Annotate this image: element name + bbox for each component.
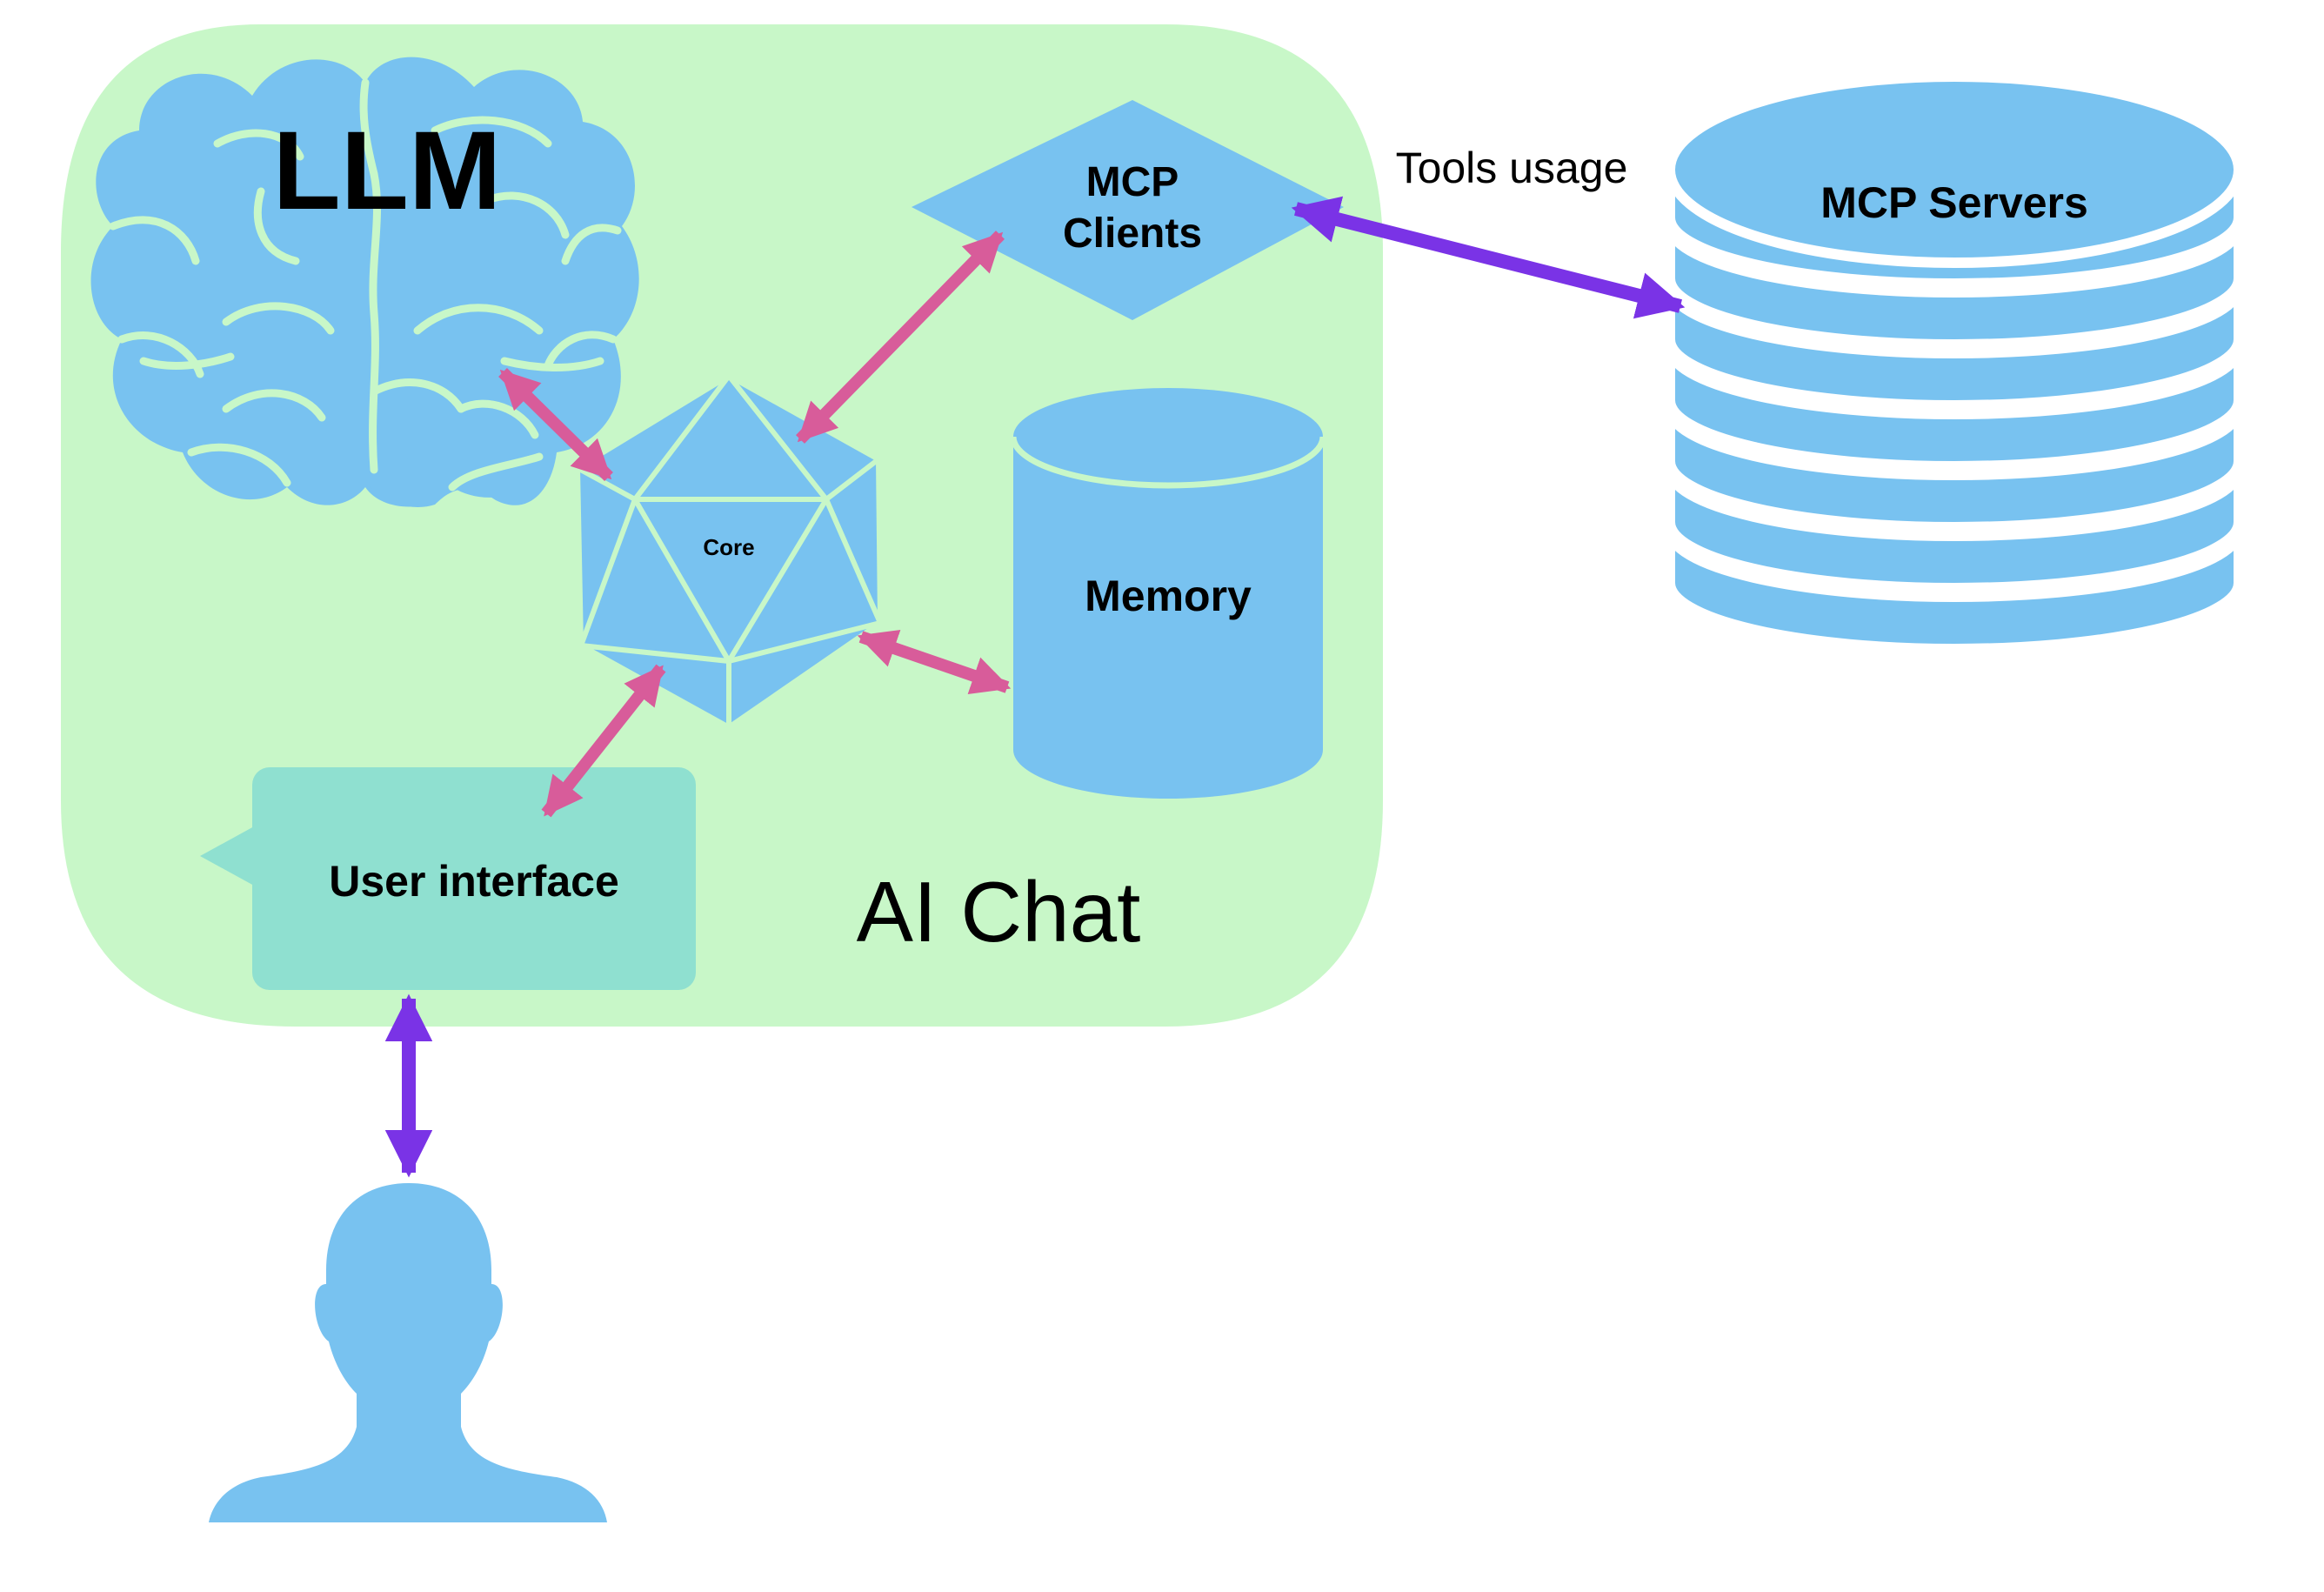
mcp-servers-node: MCP Servers [1665, 71, 2244, 654]
memory-node: Memory [1010, 388, 1326, 799]
mcp-clients-node: MCP Clients [912, 100, 1344, 320]
llm-node: LLM [90, 57, 639, 507]
arrow-core-memory [857, 629, 1012, 695]
memory-label: Memory [1085, 572, 1252, 620]
arrow-core-mcp-clients [795, 231, 1005, 444]
mcp-clients-label-line1: MCP [1086, 159, 1179, 205]
tools-usage-label: Tools usage [1396, 144, 1628, 192]
user-interface-label: User interface [329, 857, 619, 906]
mcp-servers-label: MCP Servers [1820, 178, 2088, 227]
brain-icon: LLM [90, 57, 639, 507]
mcp-clients-label-line2: Clients [1063, 211, 1202, 257]
llm-label: LLM [273, 109, 502, 233]
core-node: Core [575, 373, 883, 730]
inner-connections [498, 231, 1012, 818]
diamond-shape [912, 100, 1344, 320]
container-label: AI Chat [857, 864, 1141, 960]
arrow-mcp-clients-servers [1291, 196, 1686, 319]
outer-connections [384, 196, 1686, 1178]
arrow-core-ui [541, 664, 666, 818]
user-node [209, 1183, 607, 1522]
database-stack-icon [1665, 71, 2244, 654]
speech-bubble-shape [200, 767, 696, 990]
cylinder-icon [1010, 388, 1326, 799]
user-interface-node: User interface [200, 767, 696, 990]
icosahedron-icon: Core [575, 373, 883, 730]
person-icon [209, 1183, 607, 1522]
core-label: Core [703, 534, 754, 560]
arrow-llm-core [498, 368, 613, 481]
